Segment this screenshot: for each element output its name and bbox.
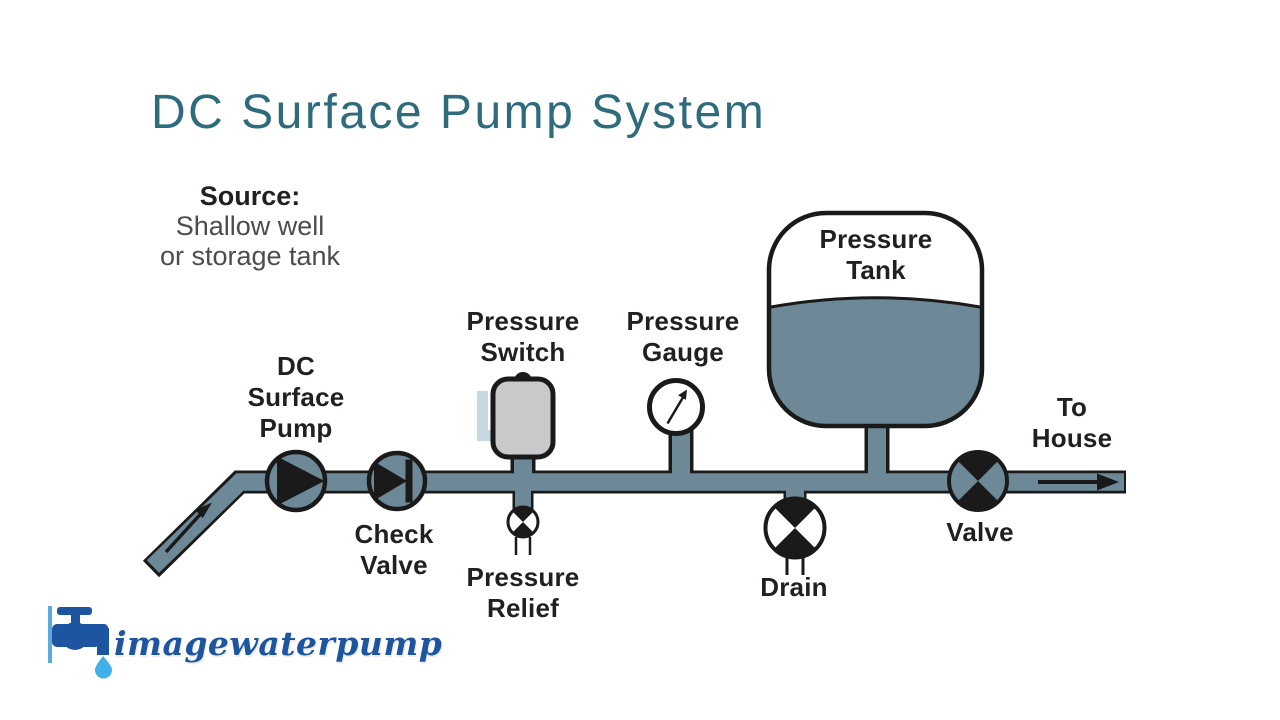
check-valve-label: Check Valve: [354, 519, 434, 580]
pressure-tank-label: Pressure Tank: [819, 224, 933, 285]
source-line-2: or storage tank: [159, 241, 341, 271]
tank-water-fill: [771, 297, 980, 424]
pressure-tank-symbol: [766, 210, 985, 429]
outflow-arrow: [1038, 473, 1119, 491]
pressure-relief-label: Pressure Relief: [466, 562, 580, 623]
valve-symbol: [947, 450, 1009, 512]
to-house-label: To House: [1031, 392, 1113, 453]
pressure-switch-symbol: [490, 372, 556, 460]
check-valve-symbol: [366, 450, 428, 512]
source-heading: Source:: [199, 181, 301, 211]
page-title: DC Surface Pump System: [151, 86, 767, 139]
pump-label: DC Surface Pump: [247, 351, 345, 443]
source-line-1: Shallow well: [175, 211, 325, 241]
main-pipe: [142, 470, 1126, 578]
water-drop-icon: [95, 656, 112, 679]
inflow-arrow: [164, 502, 212, 554]
pressure-gauge-symbol: [647, 378, 705, 436]
source-note: Source: Shallow well or storage tank: [120, 181, 380, 271]
pump-symbol: [264, 449, 328, 513]
logo-text: imagewaterpump: [114, 624, 443, 663]
pressure-switch-label: Pressure Switch: [466, 306, 580, 367]
pressure-relief-symbol: [506, 505, 540, 539]
pressure-gauge-label: Pressure Gauge: [626, 306, 740, 367]
ghost-bracket-shape: [477, 391, 498, 441]
valve-label: Valve: [946, 517, 1014, 547]
faucet-icon: [48, 606, 112, 679]
brand-logo: imagewaterpump: [44, 598, 442, 688]
drain-label: Drain: [760, 572, 828, 602]
drain-valve-symbol: [763, 496, 827, 560]
